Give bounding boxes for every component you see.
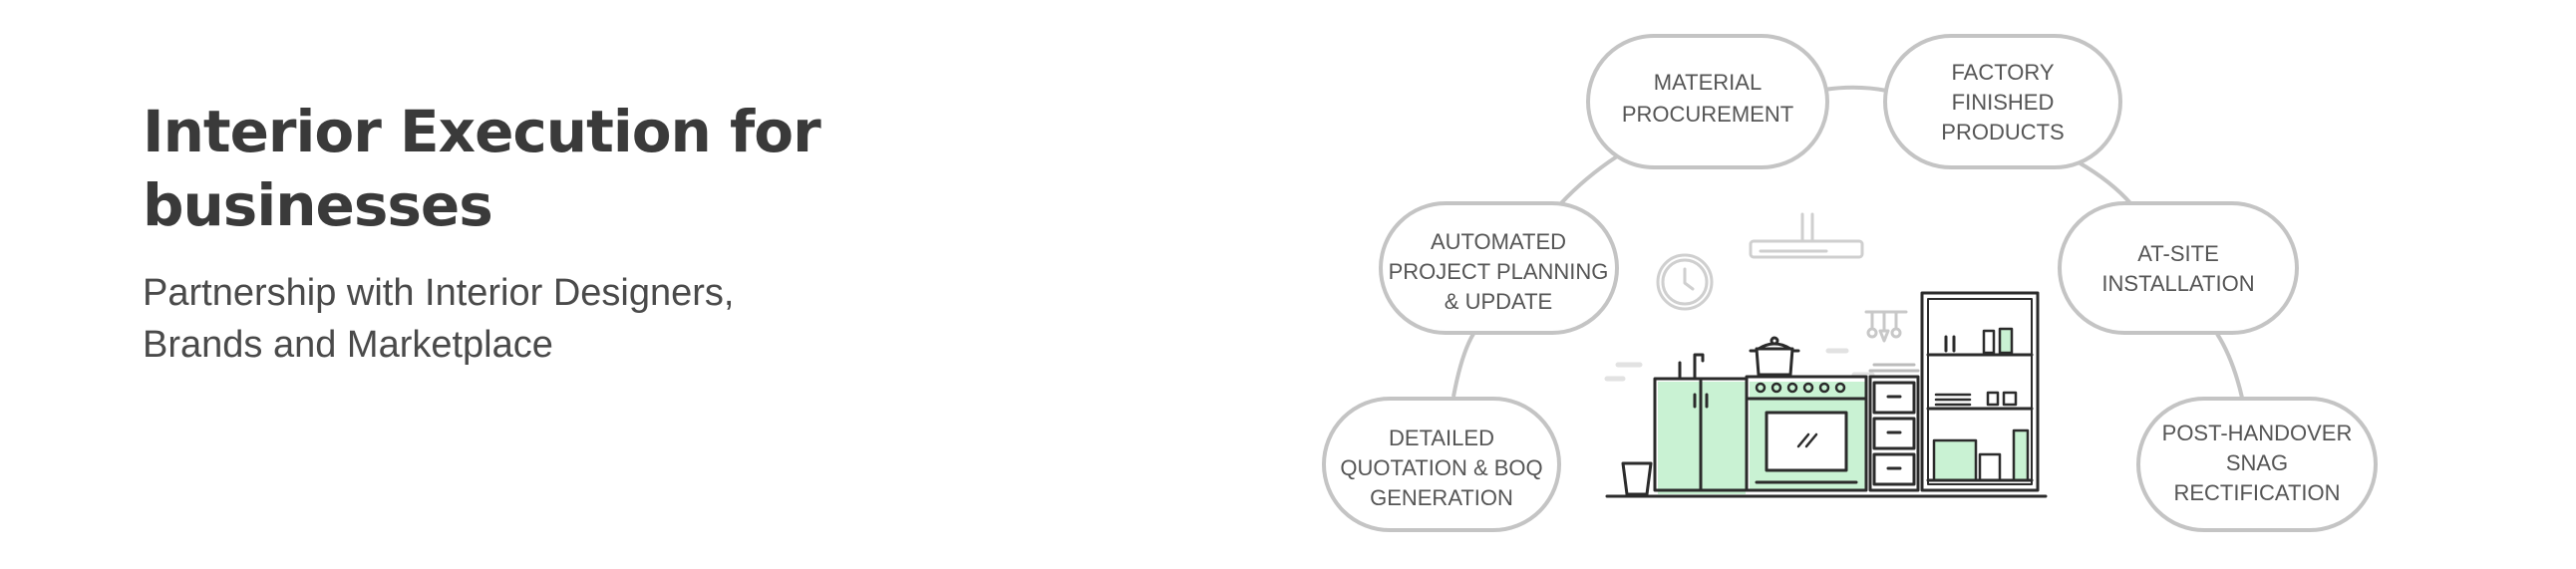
kitchen-illustration <box>1604 212 2048 498</box>
step-quotation-line-3: GENERATION <box>1370 485 1513 510</box>
step-quotation-line-1: DETAILED <box>1389 426 1494 450</box>
step-factory-line-1: FACTORY <box>1951 60 2054 85</box>
utensils-icon <box>1864 310 1908 343</box>
connector-installation-snag <box>2215 332 2244 399</box>
step-installation-line-2: INSTALLATION <box>2101 271 2254 296</box>
step-snag-pill <box>2136 397 2378 532</box>
connector-quotation-planning <box>1451 332 1475 398</box>
cooking-pot-icon <box>1749 336 1800 377</box>
connector-factory-installation <box>2078 160 2133 206</box>
step-procurement-line-2: PROCUREMENT <box>1622 102 1793 127</box>
bin-icon <box>1621 461 1653 496</box>
step-installation: AT-SITE INSTALLATION <box>2058 201 2299 335</box>
shelving-unit <box>1920 291 2040 492</box>
step-quotation: DETAILED QUOTATION & BOQ GENERATION <box>1322 397 1561 532</box>
hero-subtitle: Partnership with Interior Designers, Bra… <box>143 267 1040 371</box>
stove-icon <box>1745 375 1868 492</box>
step-factory-line-2: FINISHED <box>1952 90 2055 115</box>
step-snag-line-3: RECTIFICATION <box>2173 480 2340 505</box>
step-factory-pill <box>1883 34 2122 169</box>
step-planning-pill <box>1379 201 1619 335</box>
step-procurement-line-1: MATERIAL <box>1654 70 1762 95</box>
step-planning-line-1: AUTOMATED <box>1431 229 1566 254</box>
sink-cabinet <box>1653 353 1749 494</box>
step-planning: AUTOMATED PROJECT PLANNING & UPDATE <box>1379 201 1619 335</box>
step-factory-line-3: PRODUCTS <box>1941 120 2064 144</box>
connector-planning-procurement <box>1558 154 1619 206</box>
connector-procurement-factory <box>1823 85 1888 93</box>
range-hood-icon <box>1749 212 1864 259</box>
step-quotation-pill <box>1322 397 1561 532</box>
clock-icon <box>1656 253 1714 311</box>
step-factory: FACTORY FINISHED PRODUCTS <box>1883 34 2122 169</box>
connector-arcs <box>1451 85 2244 399</box>
step-installation-line-1: AT-SITE <box>2137 241 2219 266</box>
hero-title-line-2: businesses <box>143 171 493 239</box>
step-snag-line-1: POST-HANDOVER <box>2162 421 2353 445</box>
step-snag: POST-HANDOVER SNAG RECTIFICATION <box>2136 397 2378 532</box>
step-procurement: MATERIAL PROCUREMENT <box>1586 34 1829 169</box>
drawer-unit <box>1868 363 1920 492</box>
hero-title-line-1: Interior Execution for <box>143 98 821 165</box>
wall-tiles <box>1604 348 1875 382</box>
hero-title: Interior Execution for businesses <box>143 95 1040 242</box>
step-procurement-pill <box>1586 34 1829 169</box>
process-diagram: DETAILED QUOTATION & BOQ GENERATION AUTO… <box>1322 34 2378 532</box>
step-snag-line-2: SNAG <box>2226 450 2288 475</box>
step-quotation-line-2: QUOTATION & BOQ <box>1340 455 1542 480</box>
hero-subtitle-line-2: Brands and Marketplace <box>143 324 553 366</box>
step-installation-pill <box>2058 201 2299 335</box>
hero-subtitle-line-1: Partnership with Interior Designers, <box>143 272 735 314</box>
step-planning-line-2: PROJECT PLANNING <box>1389 259 1609 284</box>
step-planning-line-3: & UPDATE <box>1445 289 1552 314</box>
